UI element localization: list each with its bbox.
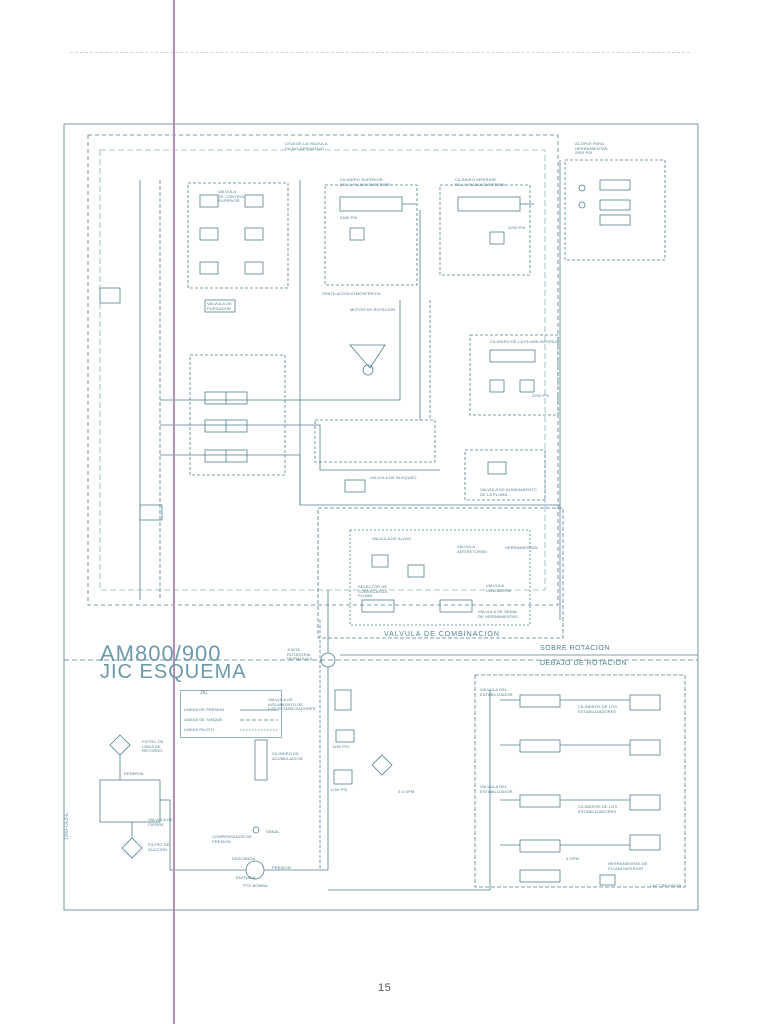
label-psi-2: 3250 PSI xyxy=(508,225,526,230)
label-psi-3: 3250 PSI xyxy=(532,393,550,398)
label-stabilizer-interlock: VALVULA DE AISLAMIENTO DE LOS ESTABILIZA… xyxy=(268,697,316,712)
label-psi-4: 1150 PSI xyxy=(332,744,349,749)
label-atmospheric-vent: VENTILACION ATMOSFERICA xyxy=(322,291,381,296)
label-launch-valve: VALVULA LANZADERA xyxy=(486,583,511,593)
legend-lines xyxy=(180,690,282,738)
label-leveling-valve: VALVULA DE ALINEAMIENTO DE LA PLUMA xyxy=(480,487,537,497)
label-psi-5: 1750 PSI xyxy=(330,787,348,792)
label-upper-boom-cyl-1: CILINDRO SUPERIOR DE LA PLUMA SUPERIOR xyxy=(340,177,391,187)
section-below-rotation: DEBAJO DE ROTACION xyxy=(540,660,628,667)
label-diverter-valve: VALVULA DE ALIVIO xyxy=(372,536,412,541)
label-stabilizer-cyl-2: CILINDROS DE LOS ESTABILIZADORES xyxy=(578,804,618,814)
label-pump: PTO BOMBA xyxy=(243,883,268,888)
label-rotary-joint: JUNTA ROTATORIA HIDRAULICA xyxy=(287,647,313,662)
label-bleed-valve: VALVULA DE PURGADOR xyxy=(207,301,232,311)
legend-tank: LINEAS DE TANQUE xyxy=(184,717,223,722)
label-discharge: DESCARGA xyxy=(232,856,256,861)
label-no-derivative-valve: LEVA DE LA VALVULA DE NO-DERIVATIVO xyxy=(285,141,328,151)
label-upper-boom-cyl-2: CILINDRO INFERIOR DE LA PLUMA SUPERIOR xyxy=(455,177,506,187)
label-pressure-comp: COMPENSADOR DE PRESION xyxy=(212,834,252,844)
line-legend: JIC LINEAS DE PRESION LINEAS DE TANQUE L… xyxy=(180,690,282,738)
label-flow-1: 0.4 GPM xyxy=(398,789,415,794)
label-flow-2: 4 GPM xyxy=(566,856,579,861)
label-anti-return: VALVULA ANTIRETORNO xyxy=(457,544,488,554)
label-lower-boom-cyl: CILINDRO DE LA PLUMA INFERIOR xyxy=(490,339,560,344)
label-stabilizer-valve-1: VALVULA DEL ESTABILIZADOR xyxy=(480,687,513,697)
legend-pressure: LINEAS DE PRESION xyxy=(184,707,225,712)
diagram-title: AM800/900 xyxy=(100,641,222,666)
schematic-frame xyxy=(63,123,699,911)
label-control-valve: VALVULA DE CONTROL SUPERIOR xyxy=(218,189,246,204)
label-pressure: PRESION xyxy=(272,865,291,870)
drawing-code: 1000-CE3-E xyxy=(64,812,70,840)
label-lock-valve: VALVULA DE BLOQUEO xyxy=(370,475,417,480)
label-tools-signal: VALVULA DE SENAL DE HERRAMIENTAS xyxy=(478,609,518,619)
top-dashed-rule xyxy=(70,52,690,53)
label-tools: HERRAMIENTAS xyxy=(505,545,538,550)
page-number: 15 xyxy=(378,982,392,994)
page-margin-line xyxy=(173,0,175,1024)
label-tools-lower: HERRAMIENTAS DE PLUMA INFERIOR xyxy=(608,861,648,871)
label-inlet: ENTRADA xyxy=(236,875,256,880)
label-accumulator: CILINDRO DE ACUMULACION xyxy=(272,751,303,761)
legend-header: JIC xyxy=(200,690,208,696)
label-stabilizer-valve-2: VALVULA DEL ESTABILIZADOR xyxy=(480,784,513,794)
label-reservoir: RESERVA xyxy=(124,771,144,776)
section-above-rotation: SOBRE ROTACION xyxy=(540,645,610,652)
label-signal: SENAL xyxy=(266,829,280,834)
label-tool-coupler: ACOPLE PARA HERRAMIENTAS 2500 PSI xyxy=(575,141,608,156)
label-stabilizer-cyl-1: CILINDROS DE LOS ESTABILIZADORES xyxy=(578,704,618,714)
label-psi-1: 2400 PSI xyxy=(340,215,358,220)
label-selector-valve: SELECTOR DE SOBRECARGA PLUMA xyxy=(358,584,388,599)
legend-pilot: LINEAS PILOTO xyxy=(184,727,214,732)
label-suction-filter: FILTRO DE SUCCION xyxy=(148,842,170,852)
diagram-subtitle: JIC ESQUEMA xyxy=(100,661,247,683)
label-revision: LAST REVISION xyxy=(650,883,682,888)
combination-valve-label: VALVULA DE COMBINACION xyxy=(384,631,500,638)
label-rotation-motor: MOTOR DE ROTACION xyxy=(350,307,396,312)
label-return-filter: FILTRO DE LINEA DE RETORNO xyxy=(142,739,164,754)
label-check-note: VALVULA DE CIERRE xyxy=(148,817,173,827)
